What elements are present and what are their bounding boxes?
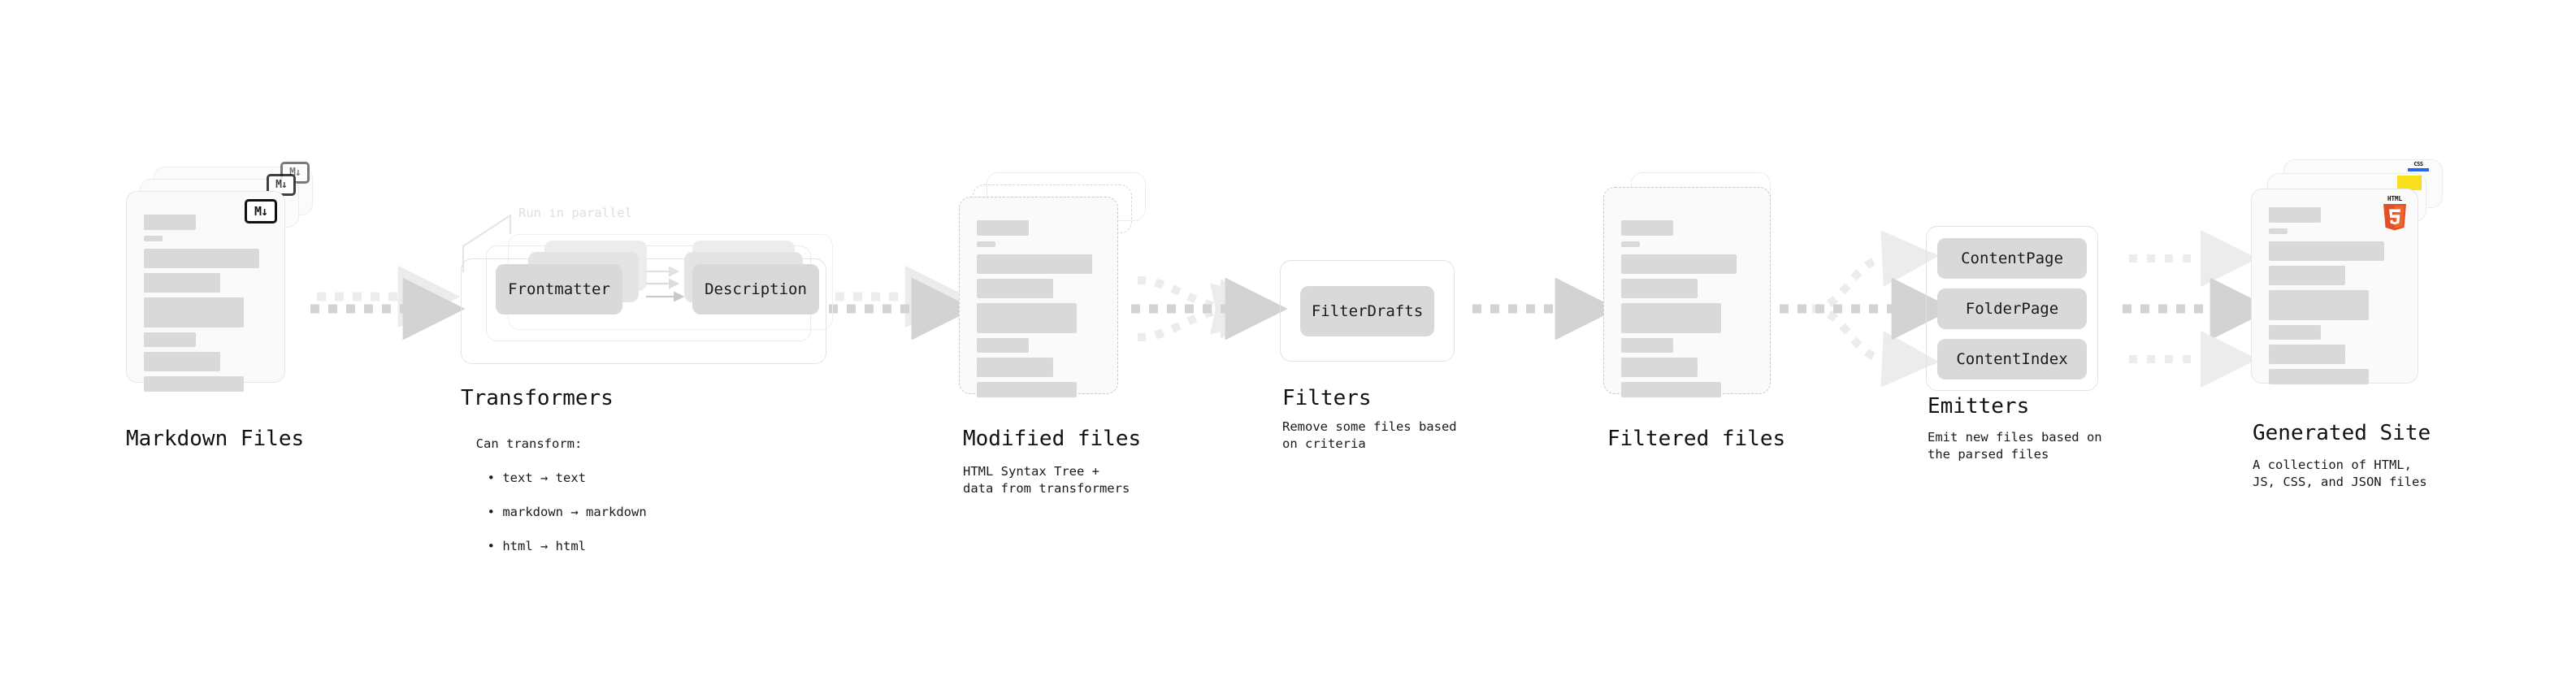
emitters-box [1926, 226, 2098, 391]
card-bar [2269, 290, 2369, 320]
card-bar [1621, 241, 1640, 247]
run-in-parallel-label: Run in parallel [518, 206, 632, 220]
card-bar [1621, 382, 1721, 397]
card-bar [144, 273, 220, 293]
heading-modified-files: Modified files [963, 427, 1142, 451]
card-bar [977, 254, 1092, 274]
card-bar [1621, 303, 1721, 333]
card-bar [144, 352, 220, 371]
emitter-chip-contentindex[interactable]: ContentIndex [1937, 339, 2087, 380]
card-bar [144, 249, 259, 268]
description-transformers: Can transform: • text → text • markdown … [475, 436, 647, 553]
emitter-chip-folderpage[interactable]: FolderPage [1937, 288, 2087, 329]
site-card-front: HTML [2251, 189, 2418, 384]
arrow-emitters-to-site [2123, 230, 2273, 388]
svg-text:HTML: HTML [2387, 195, 2403, 202]
card-bar [977, 220, 1029, 236]
card-bar [2269, 241, 2384, 261]
css-icon: CSS [2407, 162, 2430, 172]
card-bar [2269, 369, 2369, 384]
modified-card-front [959, 197, 1118, 397]
description-generated-site: A collection of HTML, JS, CSS, and JSON … [2253, 458, 2427, 489]
card-bar [2269, 228, 2288, 234]
description-filters: Remove some files based on criteria [1282, 419, 1457, 451]
emitter-chip-folderpage-label: FolderPage [1965, 300, 2059, 318]
css-icon-underline [2408, 168, 2429, 171]
transformer-chip-description[interactable]: Description [692, 264, 819, 314]
description-emitters: Emit new files based on the parsed files [1928, 430, 2102, 462]
card-bar [2269, 345, 2345, 364]
stage-markdown-files: M↓ M↓ M↓ [126, 162, 313, 392]
card-bar [1621, 254, 1737, 274]
filters-box [1280, 260, 1455, 362]
markdown-card-front: M↓ [126, 191, 285, 392]
emitter-chip-contentpage[interactable]: ContentPage [1937, 238, 2087, 279]
transformer-chip-frontmatter-label: Frontmatter [508, 280, 610, 298]
card-bar [2269, 207, 2321, 223]
card-bar [1621, 220, 1673, 236]
card-bar [977, 303, 1077, 333]
filter-chip-filterdrafts-label: FilterDrafts [1311, 302, 1424, 320]
card-bar [1621, 358, 1698, 377]
filtered-card-front [1603, 187, 1771, 397]
card-bar [977, 358, 1053, 377]
heading-filtered-files: Filtered files [1607, 427, 1786, 451]
css-icon-label: CSS [2413, 161, 2423, 167]
emitter-chip-contentpage-label: ContentPage [1961, 249, 2063, 267]
heading-generated-site: Generated Site [2253, 421, 2431, 445]
card-bar [144, 376, 244, 392]
card-bar [1621, 279, 1698, 298]
transformer-chip-description-label: Description [705, 280, 807, 298]
markdown-icon: M↓ [245, 199, 277, 223]
card-bar [977, 279, 1053, 298]
heading-emitters: Emitters [1928, 394, 2030, 419]
arrow-modified-to-filters [1131, 276, 1288, 341]
transformers-bullet-3: html → html [502, 539, 586, 553]
emitter-chip-contentindex-label: ContentIndex [1956, 350, 2068, 368]
js-icon [2397, 176, 2422, 190]
stage-filtered-files [1603, 172, 1771, 397]
heading-markdown-files: Markdown Files [126, 427, 305, 451]
card-bar [977, 241, 995, 247]
card-bar [2269, 266, 2345, 285]
card-bar [1621, 338, 1673, 353]
arrow-filtered-to-emitters [1780, 230, 1954, 388]
card-bar [144, 236, 163, 241]
arrow-transformers-to-modified [829, 265, 974, 340]
transformers-bullet-1: text → text [502, 471, 586, 485]
transformer-inner-arrows [646, 266, 685, 302]
card-bar [144, 332, 196, 347]
html5-icon: HTML [2383, 195, 2406, 231]
filter-chip-filterdrafts[interactable]: FilterDrafts [1300, 286, 1434, 336]
heading-transformers: Transformers [461, 386, 614, 410]
transformers-bullet-2: markdown → markdown [502, 505, 647, 519]
card-bar [144, 297, 244, 327]
card-bar [977, 382, 1077, 397]
card-bar [2269, 325, 2321, 340]
description-modified-files: HTML Syntax Tree + data from transformer… [963, 464, 1130, 496]
arrow-markdown-to-transformers [310, 265, 466, 340]
run-in-parallel-bracket [462, 213, 512, 272]
card-bar [977, 338, 1029, 353]
heading-filters: Filters [1282, 386, 1372, 410]
stage-modified-files [959, 172, 1146, 397]
stage-generated-site: CSS HTML [2251, 159, 2443, 384]
transformers-intro: Can transform: [475, 436, 583, 451]
transformer-chip-frontmatter[interactable]: Frontmatter [496, 264, 622, 314]
card-bar [144, 215, 196, 230]
